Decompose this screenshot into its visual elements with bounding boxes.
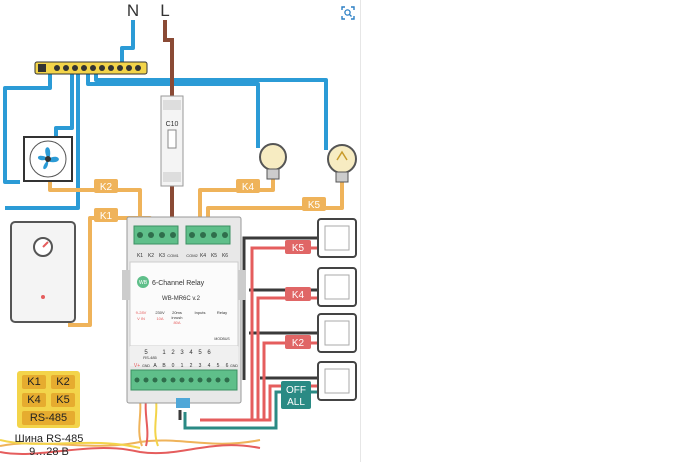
lamp-k4-icon [259,143,287,180]
term-k4: K4 [200,253,206,259]
legend-bus: RS-485 [22,411,75,425]
spec-inputs: Inputs [195,310,206,315]
tag-k1: K1 [100,211,113,222]
switch-tag-k4: K4 [292,290,305,301]
bus-note-line1: Шина RS-485 [14,433,84,445]
bt-4: 4 [208,363,211,369]
switch-tag-all: ALL [287,397,305,408]
in-num-3: 3 [180,350,184,356]
term-com1: COM1 [167,253,179,258]
spec-current: 10A [156,316,163,321]
relay-module [122,216,246,408]
circuit-breaker [160,95,184,187]
line-label: L [160,1,169,20]
tag-k5: K5 [308,200,321,211]
rs485-cable [0,399,261,455]
tag-k2: K2 [100,182,113,193]
bt-1: 1 [181,363,184,369]
spec-vin-label: V IN [137,316,145,321]
spec-time: 20ms [172,310,182,315]
switches [317,218,357,401]
bt-0: 0 [172,363,175,369]
lamp-k5-icon [327,144,357,183]
legend-k5: K5 [51,393,75,407]
legend-k1: K1 [22,375,46,389]
switch-tag-off: OFF [286,385,306,396]
bt-a: A [153,363,157,369]
switch-tag-k5: K5 [292,243,305,254]
neutral-label: N [127,1,139,20]
module-name: 6-Channel Relay [152,280,205,287]
module-model: WB-MR6C v.2 [162,296,201,302]
rs485-tag: RS-485 [143,355,157,360]
in-num-0: 5 [144,350,148,356]
module-logo: WB [139,280,148,286]
legend-k4: K4 [22,393,46,407]
in-num-6: 6 [207,350,211,356]
spec-inrush: inrush [172,315,183,320]
term-k6: K6 [222,253,228,259]
neutral-bus-bar [34,61,148,75]
bt-vplus: V+ [134,363,140,369]
channel-tags [94,179,326,222]
in-num-4: 4 [189,350,193,356]
in-num-5: 5 [198,350,202,356]
term-k3: K3 [159,253,165,259]
spec-vin: 9-28V [136,310,147,315]
switch-tags [281,240,311,409]
wiring-svg: N L C10 K2 K1 [0,1,357,455]
tag-k4: K4 [242,182,255,193]
breaker-label: C10 [166,121,179,128]
bt-gnd2: GND [230,364,238,368]
spec-modbus: MODBUS [214,337,230,341]
panel-border [360,0,361,462]
term-k2: K2 [148,253,154,259]
term-k5: K5 [211,253,217,259]
wiring-diagram: N L C10 K2 K1 [0,1,357,459]
bt-5: 5 [217,363,220,369]
bus-note: Шина RS-485 9…28 В [4,433,94,459]
zoom-icon[interactable] [339,4,357,22]
bt-b: B [162,363,166,369]
bt-6: 6 [226,363,229,369]
switch-tag-k2: K2 [292,338,305,349]
spec-relay: Relay [217,310,227,315]
spec-voltage: 230V [155,310,165,315]
legend-k2: K2 [51,375,75,389]
bt-3: 3 [199,363,202,369]
bt-gnd: GND [142,364,150,368]
water-heater-icon [10,221,76,323]
term-com2: COM2 [186,253,198,258]
bt-2: 2 [190,363,193,369]
in-num-1: 1 [162,350,166,356]
spec-inrush-current: 80A [173,320,180,325]
term-k1: K1 [137,253,143,259]
fan-icon [23,136,73,182]
bus-note-line2: 9…28 В [29,446,69,458]
in-num-2: 2 [171,350,175,356]
legend: K1 K2 K4 K5 RS-485 [17,371,80,428]
